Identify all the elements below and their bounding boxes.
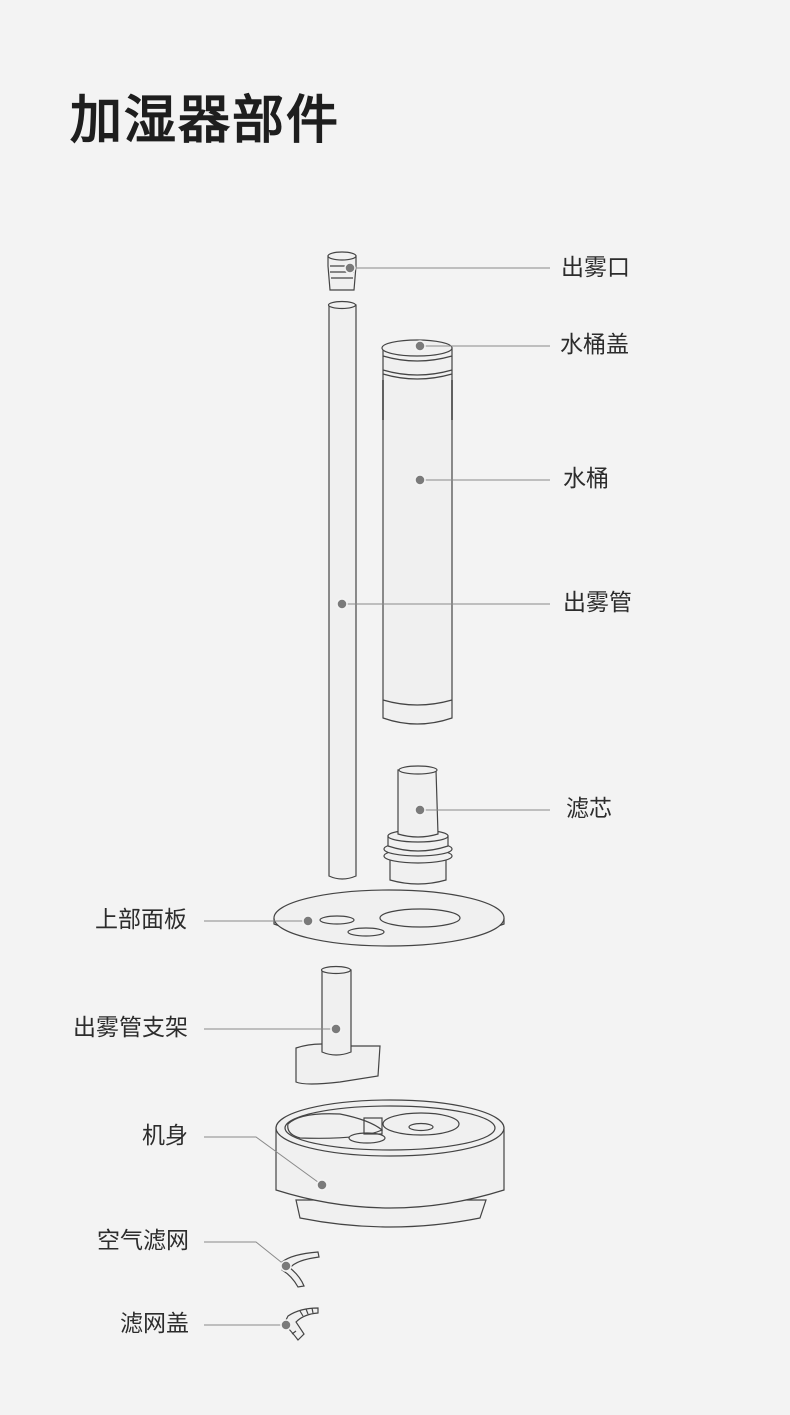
label-filter-core: 滤芯 bbox=[566, 796, 612, 822]
filter-cover-part bbox=[285, 1307, 319, 1341]
label-top-panel: 上部面板 bbox=[95, 907, 187, 933]
leader-lines bbox=[204, 267, 550, 1326]
filter-core-part bbox=[383, 765, 453, 885]
leader-air-filter bbox=[204, 1241, 287, 1267]
dot-filter-cover bbox=[280, 1319, 292, 1331]
label-filter-cover: 滤网盖 bbox=[120, 1311, 189, 1337]
mist-tube-bracket-part bbox=[295, 965, 381, 1085]
dot-mist-tube bbox=[336, 598, 348, 610]
label-air-filter: 空气滤网 bbox=[97, 1228, 189, 1254]
leader-body bbox=[204, 1136, 323, 1186]
machine-body-part bbox=[275, 1099, 505, 1228]
dot-mist-outlet bbox=[344, 262, 356, 274]
dot-filter-core bbox=[414, 804, 426, 816]
dot-tank-lid bbox=[414, 340, 426, 352]
dot-air-filter bbox=[280, 1260, 292, 1272]
page-title: 加湿器部件 bbox=[70, 91, 341, 151]
label-body: 机身 bbox=[142, 1123, 188, 1149]
label-mist-tube-bracket: 出雾管支架 bbox=[73, 1015, 188, 1041]
label-tank: 水桶 bbox=[563, 466, 609, 492]
label-tank-lid: 水桶盖 bbox=[560, 332, 629, 358]
dot-tank bbox=[414, 474, 426, 486]
label-mist-outlet: 出雾口 bbox=[561, 255, 630, 281]
marker-dots bbox=[280, 262, 426, 1331]
mist-tube-part bbox=[327, 300, 357, 880]
label-mist-tube: 出雾管 bbox=[563, 590, 632, 616]
dot-top-panel bbox=[302, 915, 314, 927]
dot-body bbox=[316, 1179, 328, 1191]
dot-bracket bbox=[330, 1023, 342, 1035]
top-panel-part bbox=[273, 889, 505, 947]
water-tank-part bbox=[381, 339, 453, 725]
